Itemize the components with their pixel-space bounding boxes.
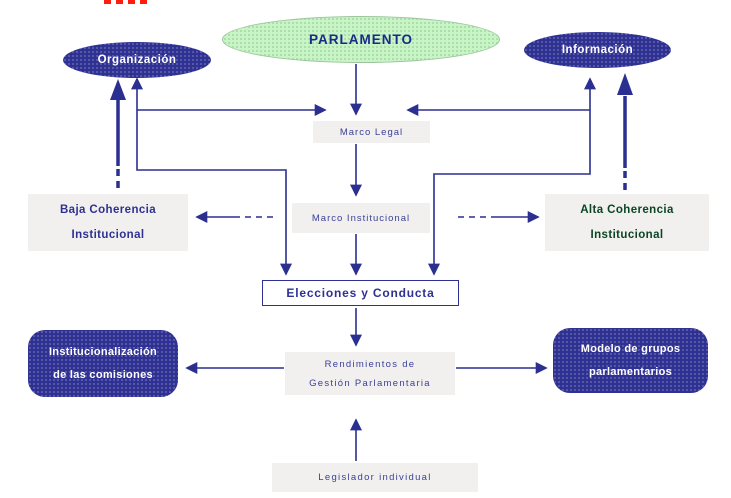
node-legislador: Legislador individual [272, 463, 478, 492]
institucionalizacion-line2: de las comisiones [53, 368, 153, 381]
marco-legal-label: Marco Legal [339, 126, 404, 138]
modelo-line2: parlamentarios [588, 365, 673, 378]
red-dash-icon [128, 0, 135, 4]
red-dash-icon [116, 0, 123, 4]
connector-organizacion-elecciones [131, 77, 292, 276]
node-institucionalizacion: Institucionalización de las comisiones [28, 330, 178, 397]
node-baja-coherencia: Baja Coherencia Institucional [28, 194, 188, 251]
institucionalizacion-line1: Institucionalización [48, 345, 158, 358]
marco-institucional-label: Marco Institucional [311, 212, 411, 224]
alta-coherencia-line1: Alta Coherencia [580, 203, 674, 216]
node-rendimientos: Rendimientos de Gestión Parlamentaria [285, 352, 455, 395]
connector-informacion-elecciones [428, 77, 596, 276]
node-elecciones: Elecciones y Conducta [262, 280, 459, 306]
alta-coherencia-line2: Institucional [590, 228, 664, 241]
node-organizacion: Organización [63, 42, 211, 78]
baja-coherencia-line2: Institucional [71, 228, 145, 241]
modelo-line1: Modelo de grupos [580, 342, 681, 355]
node-informacion: Información [524, 32, 671, 68]
legislador-label: Legislador individual [318, 472, 432, 483]
rendimientos-line1: Rendimientos de [324, 358, 416, 370]
node-marco-legal: Marco Legal [313, 121, 430, 143]
node-alta-coherencia: Alta Coherencia Institucional [545, 194, 709, 251]
parlamento-label: PARLAMENTO [309, 32, 413, 47]
red-dash-icon [104, 0, 111, 4]
node-modelo: Modelo de grupos parlamentarios [553, 328, 708, 393]
elecciones-label: Elecciones y Conducta [286, 286, 435, 300]
baja-coherencia-line1: Baja Coherencia [59, 203, 157, 216]
rendimientos-line2: Gestión Parlamentaria [309, 377, 431, 389]
thick-head-right [617, 73, 633, 95]
informacion-label: Información [561, 44, 634, 56]
organizacion-label: Organización [97, 54, 177, 66]
red-dash-icon [140, 0, 147, 4]
node-marco-institucional: Marco Institucional [292, 203, 430, 233]
node-parlamento: PARLAMENTO [222, 16, 500, 63]
thick-head-left [110, 79, 126, 100]
